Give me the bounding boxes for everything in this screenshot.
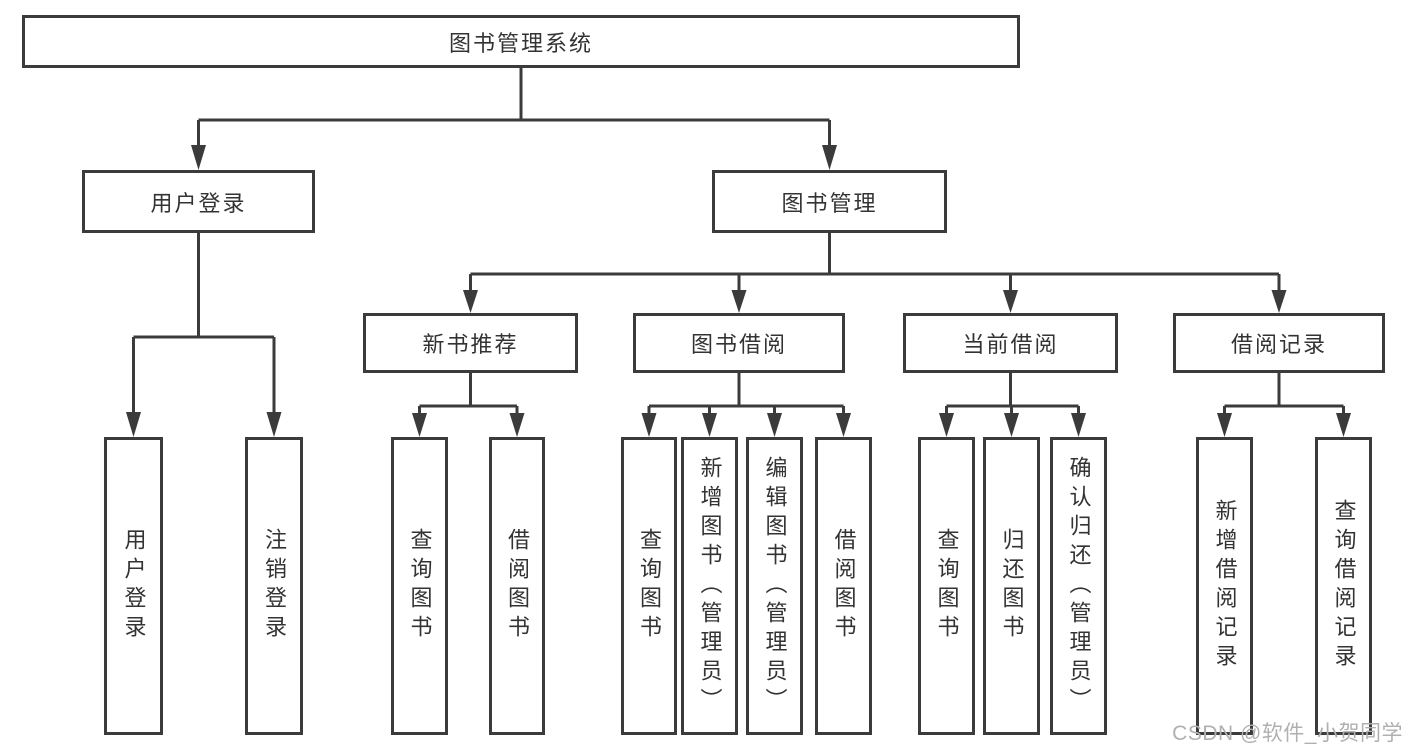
leaf-user-login-label: 用户登录 xyxy=(121,528,147,644)
leaf-query-books-borrow-label: 查询图书 xyxy=(637,528,662,644)
leaf-logout-label: 注销登录 xyxy=(262,528,287,644)
node-root: 图书管理系统 xyxy=(22,15,1020,68)
node-book-borrow-label: 图书借阅 xyxy=(690,332,787,357)
leaf-query-books-recommend-label: 查询图书 xyxy=(407,528,433,644)
leaf-logout: 注销登录 xyxy=(245,437,303,735)
node-borrow-records: 借阅记录 xyxy=(1173,313,1385,373)
leaf-user-login: 用户登录 xyxy=(104,437,163,735)
leaf-add-borrow-record: 新增借阅记录 xyxy=(1196,437,1253,735)
leaf-query-books-current: 查询图书 xyxy=(918,437,975,735)
leaf-query-books-borrow: 查询图书 xyxy=(621,437,677,735)
leaf-add-book-admin-label: 新增图书（管理员） xyxy=(697,455,723,717)
node-new-book-recommend: 新书推荐 xyxy=(363,313,578,373)
leaf-edit-book-admin: 编辑图书（管理员） xyxy=(746,437,803,735)
leaf-query-books-current-label: 查询图书 xyxy=(934,528,960,644)
node-root-label: 图书管理系统 xyxy=(448,30,593,56)
leaf-confirm-return-admin-label: 确认归还（管理员） xyxy=(1066,455,1092,717)
leaf-borrow-books: 借阅图书 xyxy=(815,437,872,735)
node-current-borrow: 当前借阅 xyxy=(903,313,1118,373)
node-book-management: 图书管理 xyxy=(712,170,947,233)
leaf-confirm-return-admin: 确认归还（管理员） xyxy=(1050,437,1107,735)
node-book-borrow: 图书借阅 xyxy=(633,313,845,373)
leaf-add-borrow-record-label: 新增借阅记录 xyxy=(1212,499,1238,673)
csdn-watermark: CSDN @软件_小贺同学 xyxy=(1172,722,1403,745)
leaf-borrow-books-label: 借阅图书 xyxy=(831,528,857,644)
leaf-query-borrow-record-label: 查询借阅记录 xyxy=(1331,499,1357,673)
leaf-add-book-admin: 新增图书（管理员） xyxy=(681,437,738,735)
node-current-borrow-label: 当前借阅 xyxy=(962,332,1059,357)
node-new-book-recommend-label: 新书推荐 xyxy=(422,332,519,357)
node-user-login-label: 用户登录 xyxy=(150,190,247,216)
node-user-login: 用户登录 xyxy=(82,170,315,233)
node-borrow-records-label: 借阅记录 xyxy=(1230,332,1327,357)
leaf-query-books-recommend: 查询图书 xyxy=(391,437,448,735)
leaf-query-borrow-record: 查询借阅记录 xyxy=(1315,437,1372,735)
node-book-management-label: 图书管理 xyxy=(781,190,878,216)
leaf-borrow-books-recommend: 借阅图书 xyxy=(489,437,545,735)
leaf-return-books: 归还图书 xyxy=(983,437,1040,735)
leaf-edit-book-admin-label: 编辑图书（管理员） xyxy=(762,455,788,717)
leaf-borrow-books-recommend-label: 借阅图书 xyxy=(505,528,530,644)
leaf-return-books-label: 归还图书 xyxy=(999,528,1025,644)
